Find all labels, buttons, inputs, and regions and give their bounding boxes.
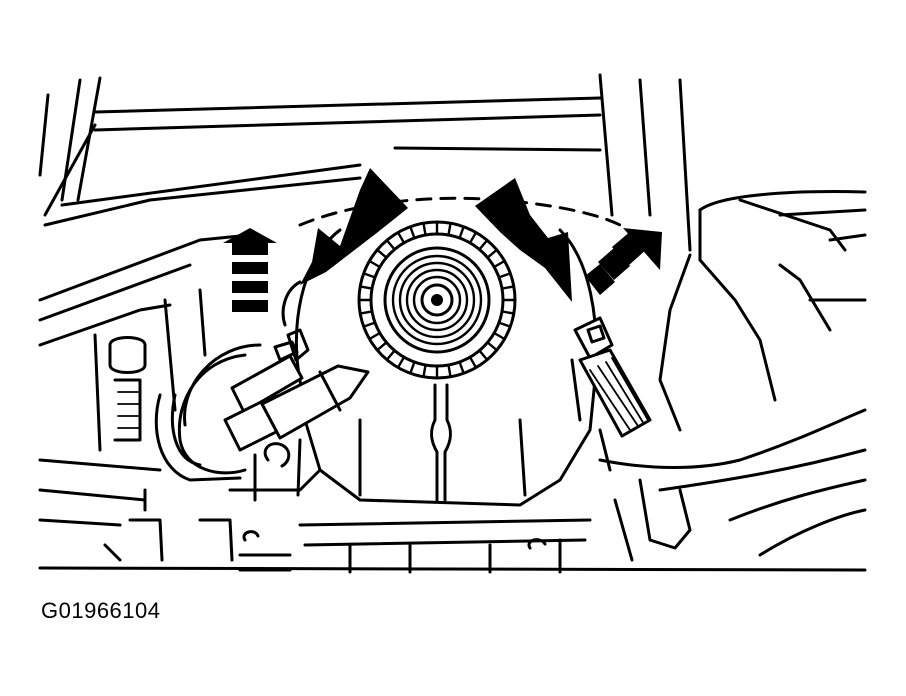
pulley-fin	[492, 259, 506, 269]
pulley-fin	[497, 272, 512, 279]
pulley-fin	[409, 360, 416, 375]
pulley-fin	[362, 272, 377, 279]
left-connector	[154, 280, 370, 502]
pulley-fins	[357, 220, 517, 380]
pulley-fin	[486, 248, 498, 259]
pulley-fin	[458, 225, 465, 240]
right-connector	[570, 316, 652, 438]
pulley-fin	[368, 331, 382, 341]
up-arrow-left	[223, 228, 277, 312]
pulley-fin	[422, 363, 427, 379]
pulley-fin	[362, 321, 377, 328]
pulley	[357, 220, 517, 380]
pulley-fin	[478, 239, 489, 251]
lower-engine	[38, 458, 867, 574]
pulley-fin	[468, 355, 478, 369]
pulley-fin	[468, 231, 478, 245]
bolt-details	[242, 530, 547, 550]
pulley-fin	[396, 231, 406, 245]
pulley-fin	[500, 285, 516, 290]
pulley-fin	[447, 363, 452, 379]
pulley-fin	[409, 225, 416, 240]
left-bracket	[38, 233, 252, 452]
pulley-fin	[358, 310, 374, 315]
pulley-fin	[376, 248, 388, 259]
diagonal-arrow-right	[585, 228, 662, 295]
right-housing	[658, 190, 867, 432]
upper-frame	[38, 73, 692, 252]
pulley-fin	[478, 349, 489, 361]
big-arrow-right	[475, 178, 572, 302]
pulley-fin	[492, 331, 506, 341]
pulley-fin	[396, 355, 406, 369]
pulley-fin	[385, 349, 396, 361]
dashed-guide-line	[298, 196, 622, 227]
pulley-fin	[497, 321, 512, 328]
pulley-fin	[422, 221, 427, 237]
big-arrow-left	[300, 168, 408, 285]
pulley-fin	[368, 259, 382, 269]
pulley-fin	[385, 239, 396, 251]
pulley-fin	[486, 341, 498, 352]
figure-code: G01966104	[41, 598, 161, 623]
pulley-fin	[447, 221, 452, 237]
pulley-fin	[376, 341, 388, 352]
lower-right-panels	[598, 408, 867, 562]
pulley-fin	[358, 285, 374, 290]
pulley-fin	[500, 310, 516, 315]
pulley-fin	[458, 360, 465, 375]
